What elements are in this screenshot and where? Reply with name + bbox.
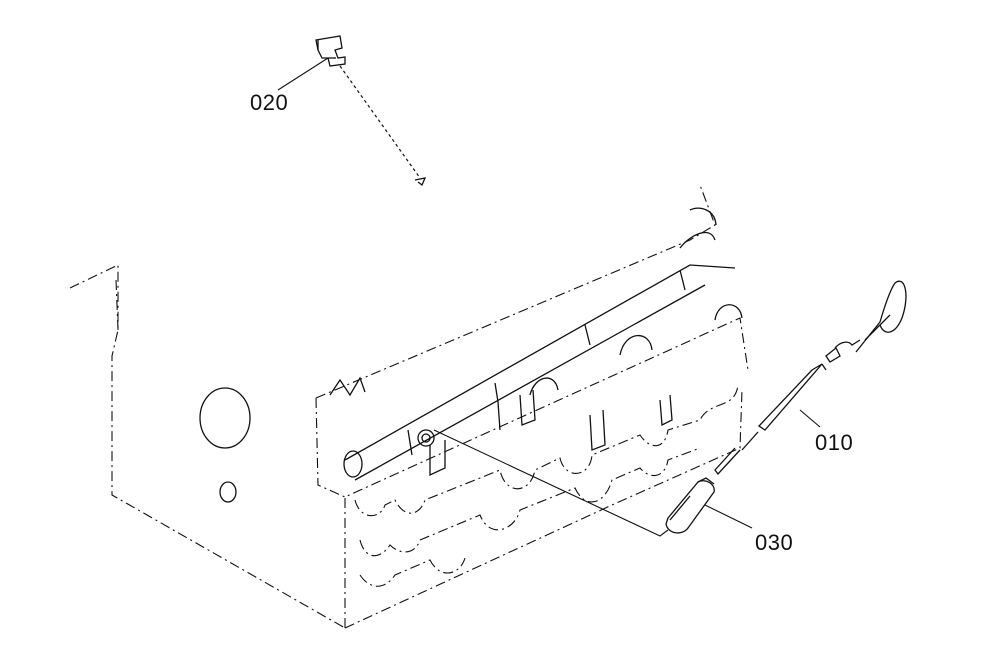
dipstick-hole (417, 429, 435, 447)
part-label-020: 020 (250, 90, 289, 115)
part-label-030: 030 (755, 530, 794, 555)
engine-block (69, 184, 749, 629)
part-020-plug (315, 35, 427, 187)
part-label-010: 010 (815, 430, 854, 455)
leader-lines (277, 57, 821, 537)
part-030-tube (665, 477, 715, 534)
part-010-dipstick (714, 280, 907, 476)
